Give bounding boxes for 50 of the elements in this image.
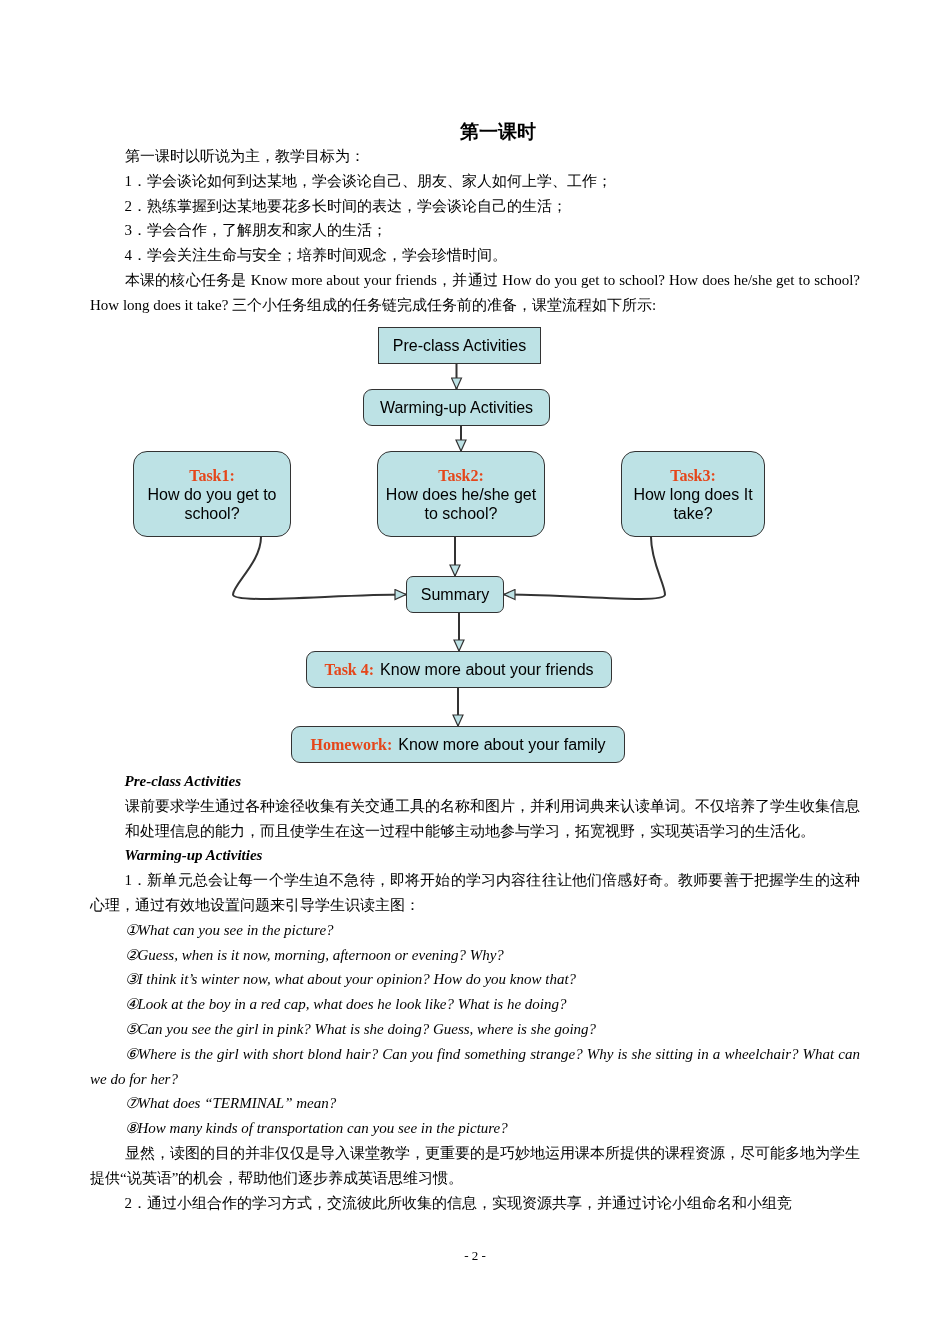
question-text: ④Look at the boy in a red cap, what does he look like? What is he doing? (123, 995, 568, 1015)
process-box (133, 451, 291, 537)
process-box (377, 451, 545, 537)
box-text: Pre-class Activities (392, 336, 527, 355)
arrow (449, 536, 461, 577)
process-box (363, 389, 550, 426)
box-text: Know more about your friends (380, 660, 594, 679)
arrow (450, 363, 463, 390)
box-text: How does he/she get to school? (384, 484, 538, 523)
process-box (306, 651, 612, 688)
process-box (378, 327, 541, 364)
list-item: 3．学会合作，了解朋友和家人的生活； (123, 221, 388, 241)
document-title: 第一课时 (458, 119, 537, 144)
question-text: ⑤Can you see the girl in pink? What is she doing? Guess, where is she going? (123, 1019, 598, 1039)
process-box (406, 576, 504, 613)
arrow (452, 687, 464, 727)
process-box (621, 451, 765, 537)
task-heading: Task3: (670, 465, 716, 485)
question-text: ⑧How many kinds of transportation can you see in the picture? (123, 1119, 509, 1139)
section-heading: Warming-up Activities (123, 846, 264, 866)
box-text: Warming-up Activities (379, 398, 534, 417)
question-text: ②Guess, when is it now, morning, afternoon or evening? Why? (123, 945, 505, 965)
process-box (291, 726, 625, 763)
question-text: ⑦What does “TERMINAL” mean? (123, 1094, 338, 1114)
arrow (455, 425, 467, 452)
question-text: ⑥Where is the girl with short blond hair? Can you find something strange? Why is she sitting in a wheelchair? What can we do for her? (90, 1044, 860, 1089)
paragraph: 2．通过小组合作的学习方式，交流彼此所收集的信息，实现资源共享，并通过讨论小组命名和小组竞 (123, 1193, 793, 1213)
task-heading: Task2: (438, 465, 484, 485)
box-text: How do you get to school? (146, 484, 278, 523)
paragraph: 1．新单元总会让每一个学生迫不急待，即将开始的学习内容往往让他们倍感好奇。教师要善于把握学生的这种心理，通过有效地设置问题来引导学生识读主图： (90, 871, 860, 915)
question-text: ①What can you see in the picture? (123, 920, 335, 940)
list-item: 1．学会谈论如何到达某地，学会谈论自己、朋友、家人如何上学、工作； (123, 171, 613, 191)
question-text: ③I think it’s winter now, what about your opinion? How do you know that? (123, 970, 578, 990)
box-text: How long does It take? (632, 484, 754, 523)
paragraph: 第一课时以听说为主，教学目标为： (123, 147, 366, 166)
task-heading: Homework: (310, 735, 393, 754)
list-item: 2．熟练掌握到达某地要花多长时间的表达，学会谈论自己的生活； (123, 196, 568, 216)
curved-arrow (232, 536, 407, 601)
arrow (453, 612, 465, 652)
paragraph: 本课的核心任务是 Know more about your friends，并通过 How do you get to school? How does he/she get to school? How long does it take? 三个小任务组成的任务链完成任务前的准备，课堂流程如下所示: (90, 271, 860, 315)
box-text: Summary (420, 585, 490, 604)
paragraph: 课前要求学生通过各种途径收集有关交通工具的名称和图片，并利用词典来认读单词。不仅培养了学生收集信息和处理信息的能力，而且使学生在这一过程中能够主动地参与学习，拓宽视野，实现英语学习的生活化。 (123, 796, 860, 841)
task-heading: Task 4: (324, 660, 375, 679)
page-number: - 2 - (463, 1248, 487, 1264)
curved-arrow (503, 536, 666, 601)
section-heading: Pre-class Activities (123, 772, 242, 791)
list-item: 4．学会关注生命与安全；培养时间观念，学会珍惜时间。 (123, 246, 508, 266)
task-heading: Task1: (189, 465, 235, 485)
paragraph: 显然，读图的目的并非仅仅是导入课堂教学，更重要的是巧妙地运用课本所提供的课程资源，尽可能多地为学生提供“说英语”的机会，帮助他们逐步养成英语思维习惯。 (90, 1143, 860, 1188)
box-text: Know more about your family (398, 735, 606, 754)
